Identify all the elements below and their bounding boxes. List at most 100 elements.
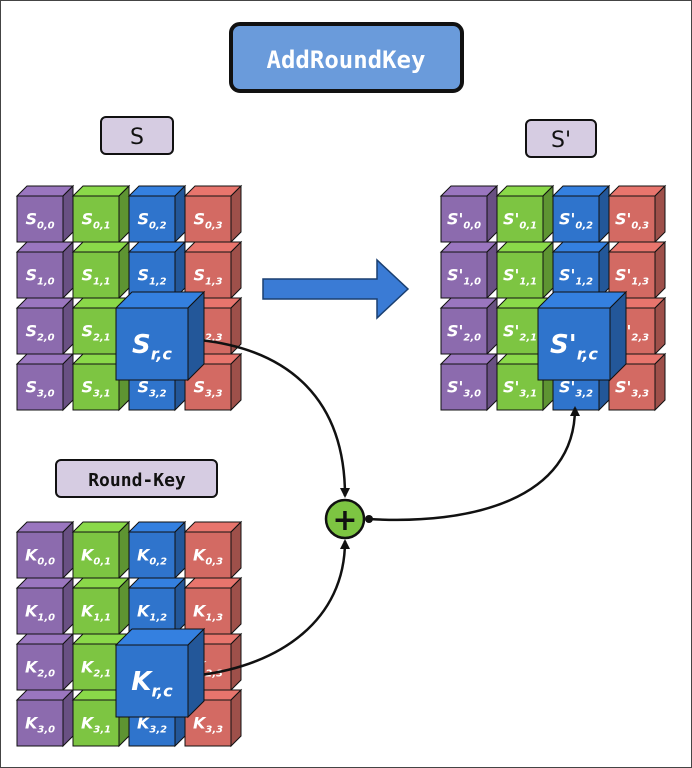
state-cell-2-1-label: S2,1 — [81, 322, 110, 344]
state-cell-0-0: S0,0 — [15, 184, 75, 244]
state-cell-3-2-label: S3,2 — [137, 378, 166, 400]
result-cell-1-0: S'1,0 — [439, 240, 499, 300]
state-cell-0-1-label: S0,1 — [81, 210, 110, 232]
key-cell-0-1-label: K0,1 — [81, 546, 111, 568]
key-cell-1-2: K1,2 — [127, 576, 187, 636]
highlight-state: Sr,c — [114, 290, 206, 382]
result-cell-3-2-label: S'3,2 — [559, 378, 593, 400]
key-cell-3-3-label: K3,3 — [193, 714, 223, 736]
state-cell-3-0: S3,0 — [15, 352, 75, 412]
state-label: S — [130, 125, 144, 150]
key-cell-1-0: K1,0 — [15, 576, 75, 636]
state-cell-0-0-label: S0,0 — [25, 210, 54, 232]
result-cell-0-3: S'0,3 — [607, 184, 667, 244]
state-cell-1-2: S1,2 — [127, 240, 187, 300]
title-box — [229, 22, 464, 93]
state-cell-1-3-label: S1,3 — [193, 266, 222, 288]
key-cell-1-3-label: K1,3 — [193, 602, 223, 624]
result-cell-2-0: S'2,0 — [439, 296, 499, 356]
state-cell-2-0-label: S2,0 — [25, 322, 54, 344]
state-cell-0-3-label: S0,3 — [193, 210, 222, 232]
result-cell-3-1-label: S'3,1 — [503, 378, 537, 400]
state-cell-3-0-label: S3,0 — [25, 378, 54, 400]
key-cell-0-3-label: K0,3 — [193, 546, 223, 568]
result-cell-0-1: S'0,1 — [495, 184, 555, 244]
key-cell-1-2-label: K1,2 — [137, 602, 167, 624]
highlight-key: Kr,c — [114, 627, 206, 719]
state-cell-1-0-label: S1,0 — [25, 266, 54, 288]
key-cell-1-1-label: K1,1 — [81, 602, 111, 624]
result-cell-0-2-label: S'0,2 — [559, 210, 593, 232]
result-label: S' — [551, 128, 571, 153]
key-cell-3-1-label: K3,1 — [81, 714, 111, 736]
state-cell-0-3: S0,3 — [183, 184, 243, 244]
highlight-state-label: Sr,c — [132, 330, 172, 364]
key-to-xor-line — [199, 539, 350, 677]
result-cell-3-0-label: S'3,0 — [447, 378, 481, 400]
result-cell-1-2: S'1,2 — [551, 240, 611, 300]
key-label: Round-Key — [88, 470, 186, 491]
state-cell-1-1-label: S1,1 — [81, 266, 110, 288]
result-cell-2-0-label: S'2,0 — [447, 322, 481, 344]
key-cell-0-0: K0,0 — [15, 520, 75, 580]
state-cell-0-2-label: S0,2 — [137, 210, 166, 232]
state-cell-0-1: S0,1 — [71, 184, 131, 244]
key-cell-0-1: K0,1 — [71, 520, 131, 580]
result-cell-2-1-label: S'2,1 — [503, 322, 537, 344]
result-cell-0-0: S'0,0 — [439, 184, 499, 244]
state-label-box — [100, 116, 174, 155]
state-cell-2-0: S2,0 — [15, 296, 75, 356]
state-cell-1-0: S1,0 — [15, 240, 75, 300]
state-cell-1-1: S1,1 — [71, 240, 131, 300]
state-cell-0-2: S0,2 — [127, 184, 187, 244]
transform-arrow — [262, 258, 410, 320]
result-cell-1-3: S'1,3 — [607, 240, 667, 300]
result-cell-3-0: S'3,0 — [439, 352, 499, 412]
result-cell-1-3-label: S'1,3 — [615, 266, 649, 288]
state-cell-3-1-label: S3,1 — [81, 378, 110, 400]
key-cell-0-2: K0,2 — [127, 520, 187, 580]
title-text: AddRoundKey — [267, 46, 426, 74]
key-cell-3-2-label: K3,2 — [137, 714, 167, 736]
highlight-key-label: Kr,c — [131, 667, 173, 701]
key-label-box — [55, 459, 218, 498]
xor-symbol: + — [332, 503, 357, 538]
key-cell-1-3: K1,3 — [183, 576, 243, 636]
result-cell-3-3-label: S'3,3 — [615, 378, 649, 400]
xor-operator — [324, 498, 366, 540]
key-cell-2-0-label: K2,0 — [25, 658, 55, 680]
state-cell-1-3: S1,3 — [183, 240, 243, 300]
key-cell-3-0-label: K3,0 — [25, 714, 55, 736]
result-grid: S'0,0 S'0,1 S'0,2 S'0,3S'1,0 S'1,1 S'1,2 S'1,3… — [439, 184, 667, 412]
highlight-state-cube: Sr,c — [114, 290, 206, 382]
result-cell-1-2-label: S'1,2 — [559, 266, 593, 288]
result-cell-0-2: S'0,2 — [551, 184, 611, 244]
highlight-result-label: S'r,c — [550, 330, 598, 364]
key-cell-0-3: K0,3 — [183, 520, 243, 580]
result-cell-1-0-label: S'1,0 — [447, 266, 481, 288]
key-cell-2-1-label: K2,1 — [81, 658, 111, 680]
highlight-result: S'r,c — [536, 290, 628, 382]
result-cell-0-1-label: S'0,1 — [503, 210, 537, 232]
key-cell-3-0: K3,0 — [15, 688, 75, 748]
key-cell-0-0-label: K0,0 — [25, 546, 55, 568]
state-cell-3-3-label: S3,3 — [193, 378, 222, 400]
key-cell-0-2-label: K0,2 — [137, 546, 167, 568]
state-cell-3-3: S3,3 — [183, 352, 243, 412]
result-label-box — [525, 119, 597, 158]
key-cell-1-0-label: K1,0 — [25, 602, 55, 624]
state-to-xor-line — [199, 338, 350, 498]
xor-output-dot — [365, 515, 373, 523]
xor-to-result-line — [368, 406, 580, 522]
highlight-key-cube: Kr,c — [114, 627, 206, 719]
result-cell-1-1-label: S'1,1 — [503, 266, 537, 288]
result-cell-0-0-label: S'0,0 — [447, 210, 481, 232]
result-cell-0-3-label: S'0,3 — [615, 210, 649, 232]
key-cell-2-0: K2,0 — [15, 632, 75, 692]
key-cell-1-1: K1,1 — [71, 576, 131, 636]
state-cell-1-2-label: S1,2 — [137, 266, 166, 288]
highlight-result-cube: S'r,c — [536, 290, 628, 382]
state-cell-3-1: S3,1 — [71, 352, 131, 412]
result-cell-1-1: S'1,1 — [495, 240, 555, 300]
